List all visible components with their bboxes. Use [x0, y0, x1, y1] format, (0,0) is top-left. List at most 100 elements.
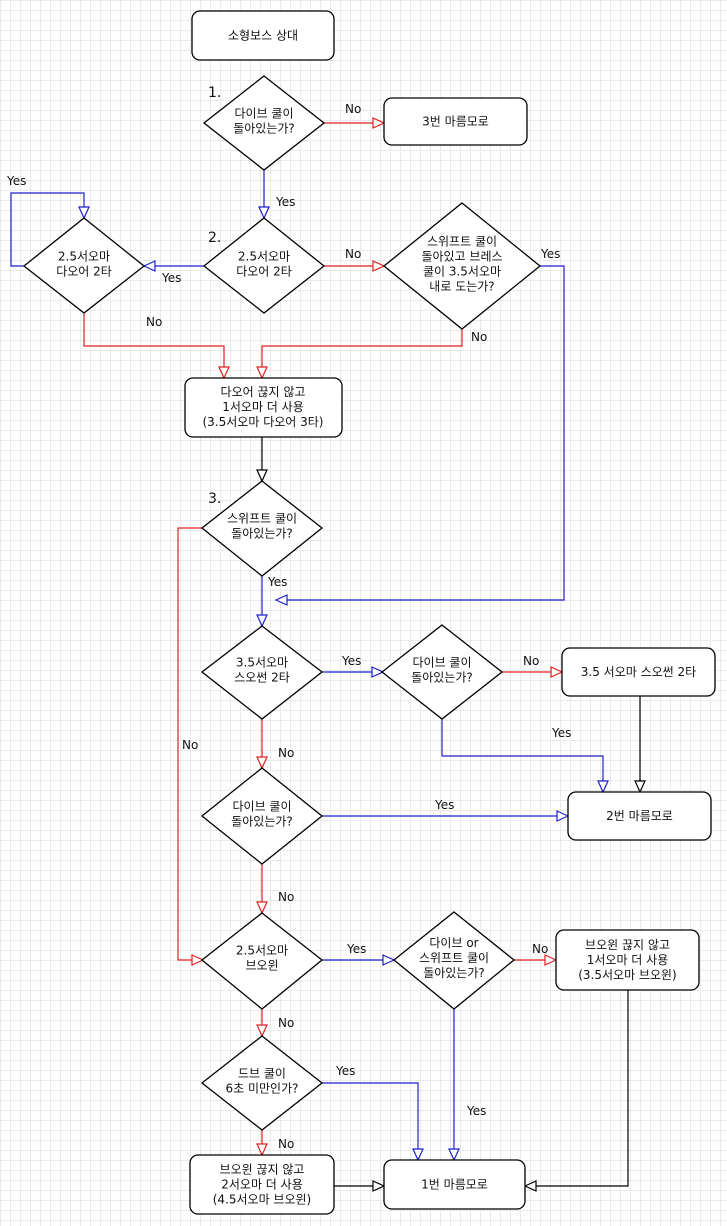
node-line: 브오윈	[245, 959, 278, 973]
arrowhead-icon	[544, 954, 558, 966]
node-line: 2.5서오마	[236, 944, 288, 958]
node-line: 1서오마 더 사용	[222, 400, 304, 414]
arrowhead-icon	[256, 756, 268, 770]
edge-label-dl-p1: No	[146, 315, 162, 329]
node-line: 쿨이 3.5서오마	[423, 265, 501, 279]
node-line: 스위프트 쿨이	[227, 512, 297, 526]
arrowhead-icon	[412, 1148, 424, 1162]
edge-dl-p1	[83, 313, 225, 378]
node-line: 다이브 쿨이	[232, 800, 291, 814]
edge-label-d4-d6: No	[278, 746, 294, 760]
arrowhead-icon	[78, 206, 90, 220]
edge-d2r-yes	[276, 265, 565, 601]
edge-label-d3-d7: No	[182, 738, 198, 752]
process-sosun-2hit: 3.5 서오마 스오썬 2타	[561, 647, 716, 697]
node-line: 3번 마름모로	[422, 115, 489, 129]
arrowhead-icon	[256, 469, 268, 483]
node-line: (3.5서오마 다오어 3타)	[203, 415, 324, 429]
edge-label-d2-dl: Yes	[161, 271, 181, 285]
edge-label-d6-d7: No	[278, 890, 294, 904]
arrowhead-icon	[597, 780, 609, 794]
arrowhead-icon	[256, 1143, 268, 1157]
arrowhead-icon	[372, 117, 386, 129]
edge-label-d5-p2: No	[523, 654, 539, 668]
edge-label-d2r-p1: No	[471, 330, 487, 344]
edge-labels: No Yes Yes Yes No Yes No No Yes No Yes N…	[6, 102, 571, 1151]
node-line: 2서오마 더 사용	[221, 1178, 303, 1192]
edges	[10, 117, 646, 1192]
node-line: 스위프트 쿨이	[427, 235, 497, 249]
step-label-1: 1.	[208, 85, 221, 101]
arrowhead-icon	[274, 594, 288, 606]
node-line: 내로 도는가?	[429, 280, 494, 294]
edge-label-d7-d8: Yes	[346, 942, 366, 956]
arrowhead-icon	[523, 1180, 537, 1192]
arrowhead-icon	[142, 260, 156, 272]
edge-label-d3-d4: Yes	[267, 575, 287, 589]
goto-diamond-2-text: 2번 마름모로	[606, 809, 673, 823]
arrowhead-icon	[634, 780, 646, 794]
arrowhead-icon	[258, 206, 270, 220]
arrowhead-icon	[218, 366, 230, 380]
node-line: 다오어 2타	[236, 265, 292, 279]
node-line: 브오윈 끊지 않고	[585, 938, 670, 952]
step-labels: 1. 2. 3.	[208, 85, 221, 507]
node-line: 다오어 끊지 않고	[221, 385, 306, 399]
node-line: 1서오마 더 사용	[587, 953, 669, 967]
goto-diamond-2: 2번 마름모로	[567, 791, 712, 841]
edge-label-d9-p4: No	[278, 1137, 294, 1151]
edge-label-dl-loop: Yes	[6, 174, 26, 188]
edge-label-d2-d2r: No	[345, 247, 361, 261]
edge-label-d2r-yes: Yes	[540, 247, 560, 261]
edge-d2r-p1	[261, 329, 463, 378]
node-line: 다오어 2타	[56, 265, 112, 279]
arrowhead-icon	[191, 954, 205, 966]
process-sosun-2hit-text: 3.5 서오마 스오썬 2타	[581, 665, 696, 679]
arrowhead-icon	[448, 1148, 460, 1162]
edge-p3-r1	[525, 990, 629, 1187]
arrowhead-icon	[256, 366, 268, 380]
goto-diamond-1: 1번 마름모로	[383, 1159, 526, 1210]
arrowhead-icon	[256, 1024, 268, 1038]
node-line: 다이브 쿨이	[412, 656, 471, 670]
goto-diamond-1-text: 1번 마름모로	[421, 1178, 488, 1192]
node-line: 돌아있는가?	[231, 815, 293, 829]
title-box: 소형보스 상대	[191, 10, 335, 61]
node-line: 돌아있는가?	[423, 966, 485, 980]
node-line: 다이브 쿨이	[234, 107, 293, 121]
arrowhead-icon	[372, 1180, 386, 1192]
node-line: 돌아있는가?	[233, 122, 295, 136]
edge-label-d5-r2: Yes	[551, 726, 571, 740]
node-line: 스위프트 쿨이	[419, 951, 489, 965]
node-line: 6초 미만인가?	[225, 1082, 298, 1096]
edge-label-d1-d2: Yes	[275, 195, 295, 209]
title-text: 소형보스 상대	[228, 29, 298, 43]
arrowhead-icon	[550, 666, 564, 678]
edge-d9-r1	[322, 1082, 419, 1160]
node-line: 3.5서오마	[236, 656, 288, 670]
edge-label-d8-r1: Yes	[466, 1104, 486, 1118]
edge-label-d7-d9: No	[278, 1016, 294, 1030]
node-line: 돌아있고 브레스	[421, 250, 502, 264]
edge-label-d9-r1: Yes	[335, 1064, 355, 1078]
arrowhead-icon	[556, 810, 570, 822]
